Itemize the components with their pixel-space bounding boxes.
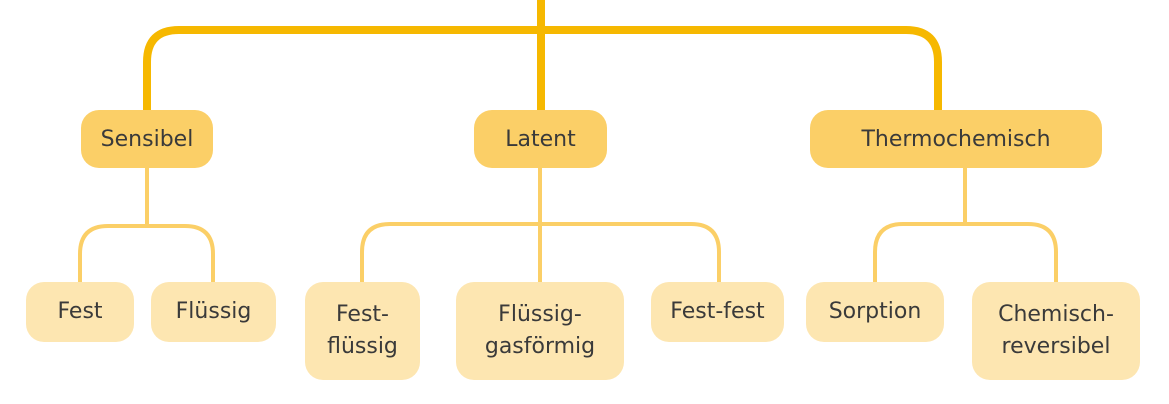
subcategory-sorption: Sorption xyxy=(806,282,944,342)
subcategory-label: Fest xyxy=(57,299,103,325)
subcategory-label: Fest-flüssig xyxy=(327,302,398,359)
subcategory-chemisch-reversibel: Chemisch-reversibel xyxy=(972,282,1140,380)
subcategory-fest-fluessig: Fest-flüssig xyxy=(305,282,420,380)
category-thermochemisch: Thermochemisch xyxy=(810,110,1102,168)
subcategory-fest: Fest xyxy=(26,282,134,342)
thermochemisch-bracket-line xyxy=(873,222,1058,282)
subcategory-label: Flüssig xyxy=(175,299,252,325)
subcategory-label: Chemisch-reversibel xyxy=(998,302,1114,359)
subcategory-label: Sorption xyxy=(828,299,922,325)
subcategory-label: Flüssig-gasförmig xyxy=(484,302,596,359)
sensibel-bracket-line xyxy=(78,224,215,282)
category-sensibel: Sensibel xyxy=(81,110,213,168)
subcategory-fluessig: Flüssig xyxy=(151,282,276,342)
subcategory-label: Fest-fest xyxy=(670,299,765,325)
category-label: Sensibel xyxy=(100,126,194,152)
subcategory-fluessig-gasfoermig: Flüssig-gasförmig xyxy=(456,282,624,380)
subcategory-fest-fest: Fest-fest xyxy=(651,282,784,342)
top-bracket-line xyxy=(143,26,942,110)
category-label: Latent xyxy=(505,126,576,152)
latent-bracket-line xyxy=(360,222,721,282)
category-latent: Latent xyxy=(474,110,607,168)
category-label: Thermochemisch xyxy=(861,126,1051,152)
